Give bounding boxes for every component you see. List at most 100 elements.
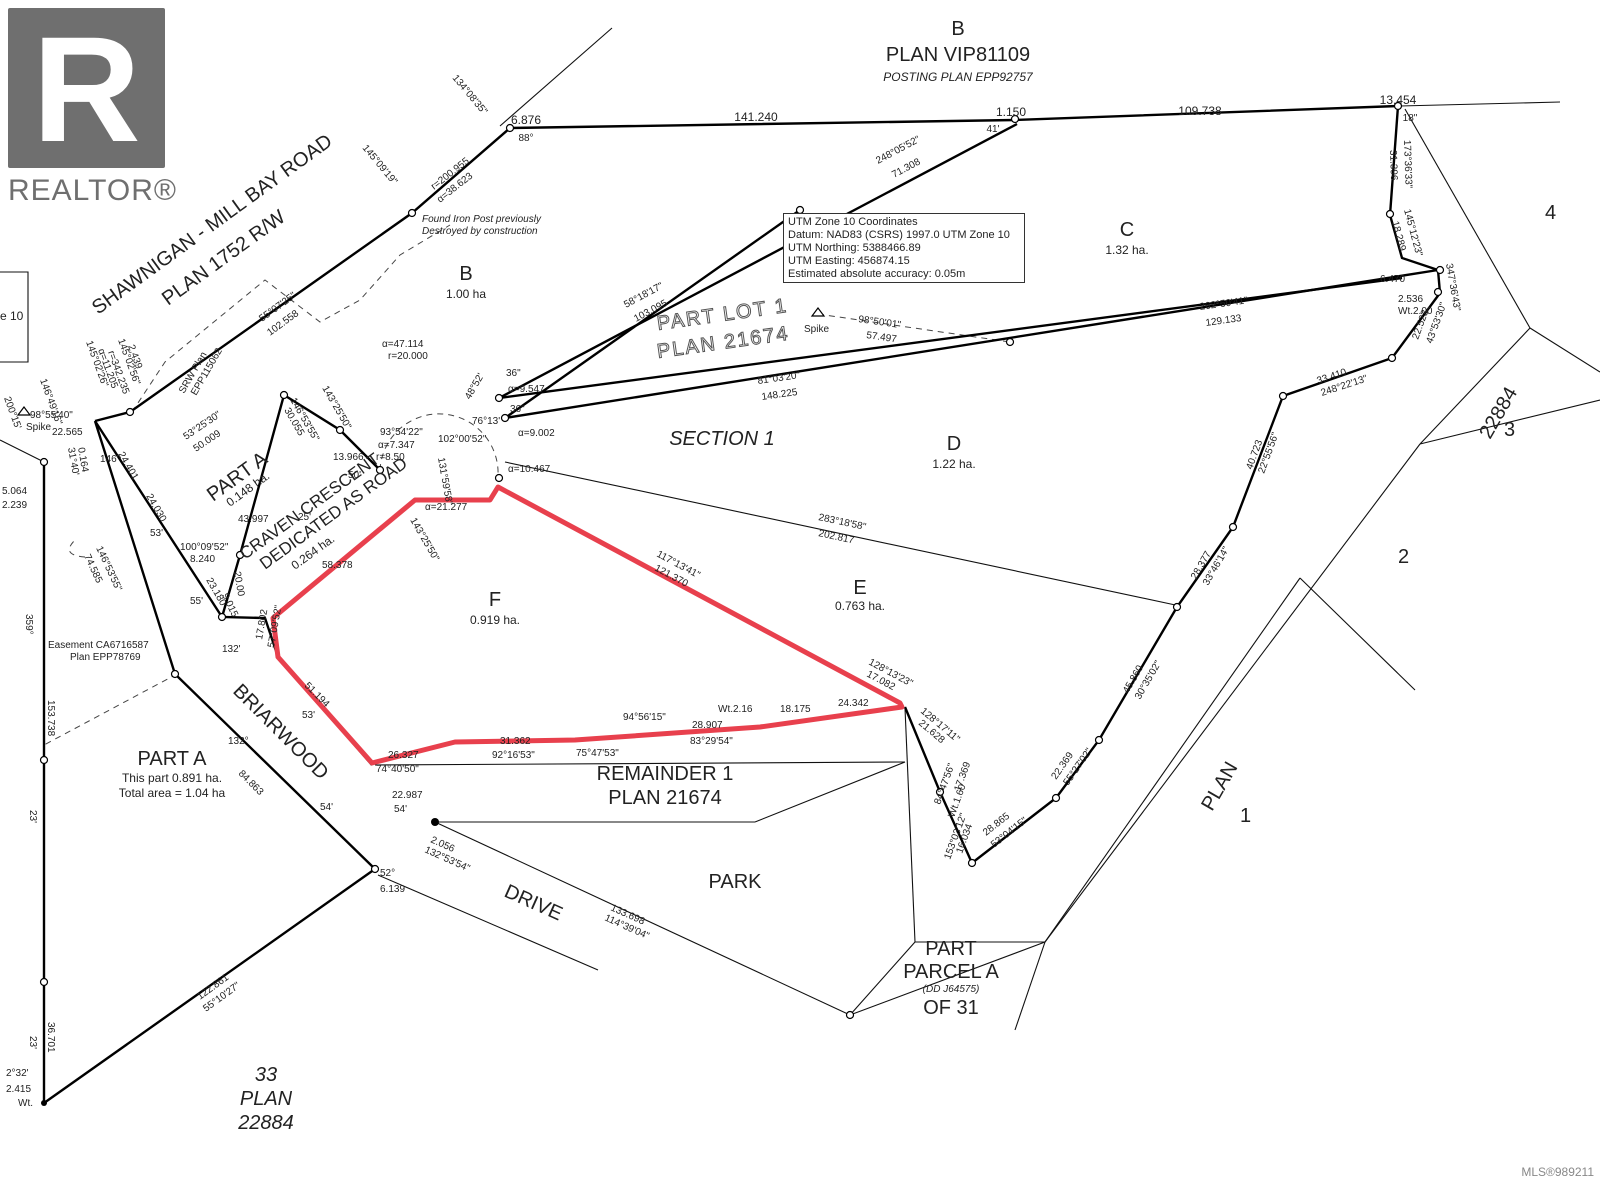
dim-label: 26.327 [388, 750, 419, 761]
dim-label: 359° [23, 614, 34, 635]
dim-label: 83°29'54" [690, 736, 733, 747]
dim-label: 58.378 [322, 560, 353, 571]
label-num-4: 4 [1545, 202, 1556, 224]
dim-label: 102°00'52" [438, 434, 487, 445]
label-num-2: 2 [1398, 546, 1409, 568]
dim-label: 24.342 [838, 698, 869, 709]
dim-label: 18.175 [780, 704, 811, 715]
subject-lot-f-boundary [270, 484, 905, 766]
realtor-logo-box: R [8, 8, 165, 168]
label-found-post-1: Found Iron Post previously [422, 214, 542, 225]
dim-label: 76°13' [472, 416, 500, 427]
dim-label: 43.997 [238, 514, 269, 525]
realtor-logo: R REALTOR® [8, 8, 176, 213]
label-found-post-2: Destroyed by construction [422, 226, 538, 237]
dim-label: 84.863 [236, 768, 266, 798]
dim-label: 50' [348, 470, 361, 481]
dim-label: 202.817 [817, 528, 855, 546]
dim-label: 2.239 [2, 500, 27, 511]
dim-label: 24.030 [143, 492, 168, 524]
dim-label: 148.225 [761, 387, 799, 403]
label-drive: DRIVE [501, 880, 566, 925]
dim-label: 41' [986, 124, 999, 135]
utm-easting: UTM Easting: 456874.15 [788, 255, 910, 267]
dim-label: 25' [298, 512, 311, 523]
label-spike-2: Spike [26, 422, 51, 433]
utm-coordinates-box: UTM Zone 10 Coordinates Datum: NAD83 (CS… [783, 213, 1025, 283]
dim-label: 23' [27, 1036, 38, 1049]
dim-label: 143°25'50" [319, 384, 353, 432]
dim-label: 2.536 [1398, 294, 1423, 305]
dim-label: 1.150 [996, 105, 1026, 119]
dim-label: 93°54'22" [380, 427, 423, 438]
dim-label: α=9.002 [518, 428, 555, 439]
dim-label: 8.240 [190, 554, 215, 565]
label-lot-c-area: 1.32 ha. [1105, 243, 1148, 257]
dim-label: 53' [150, 528, 163, 539]
dim-label: 88° [518, 133, 533, 144]
dim-label: α=10.467 [508, 464, 551, 475]
dim-label: 54' [394, 804, 407, 815]
dim-label: 145°12'23" [1401, 208, 1424, 258]
label-easement-1: Easement CA6716587 [48, 640, 149, 651]
lot-boundaries [42, 104, 1442, 1104]
dim-label: 262°50'41" [1199, 295, 1249, 313]
dim-label: 132' [222, 644, 241, 655]
dim-label: 31°40' [65, 447, 81, 477]
label-lot-f-area: 0.919 ha. [470, 613, 520, 627]
label-lot-b: B [459, 263, 472, 285]
label-lot-33: 33 [255, 1064, 277, 1086]
label-num-3: 3 [1504, 419, 1515, 441]
dim-label: 28.907 [692, 720, 723, 731]
neighbour-boundaries [0, 27, 1600, 1103]
label-easement-2: Plan EPP78769 [70, 652, 141, 663]
label-lot-f: F [489, 589, 501, 611]
dim-label: 145°09'19" [360, 143, 400, 187]
label-park: PARK [709, 871, 763, 893]
dim-label: Wt.2.16 [718, 704, 753, 715]
utm-title: UTM Zone 10 Coordinates [788, 216, 918, 228]
dashed-lines [43, 224, 1011, 746]
utm-datum: Datum: NAD83 (CSRS) 1997.0 UTM Zone 10 [788, 229, 1010, 241]
dim-label: 36" [506, 368, 521, 379]
dim-label: 141.240 [734, 110, 778, 124]
dim-label: α=9.547 [508, 384, 545, 395]
dim-label: 24.401 [115, 450, 140, 482]
dim-label: 20.00 [231, 571, 246, 598]
dim-label: r=8.50 [376, 452, 405, 463]
utm-northing: UTM Northing: 5388466.89 [788, 242, 921, 254]
dim-label: 13.966 [333, 452, 364, 463]
dim-label: 22.987 [392, 790, 423, 801]
dim-label: 13.454 [1380, 93, 1417, 107]
dim-label: 92°16'53" [492, 750, 535, 761]
dim-label: 5.064 [2, 486, 27, 497]
label-posting-plan: POSTING PLAN EPP92757 [883, 70, 1034, 84]
label-lot-c: C [1120, 219, 1134, 241]
label-remainder-plan: PLAN 21674 [608, 787, 721, 809]
cul-de-sac [379, 413, 499, 477]
label-part-parcel-3: (DD J64575) [923, 984, 980, 995]
dim-label: 54' [320, 802, 333, 813]
label-dedicated-as-road: DEDICATED AS ROAD [256, 454, 411, 574]
label-plan-1: 1 [1240, 805, 1251, 827]
dim-label: 53' [302, 710, 315, 721]
label-part-a-total: Total area = 1.04 ha [119, 786, 226, 800]
realtor-logo-text: REALTOR® [8, 174, 178, 207]
dim-label: 146' [100, 454, 119, 465]
label-lot-e-area: 0.763 ha. [835, 599, 885, 613]
dim-label: 100°09'52" [180, 542, 229, 553]
label-b-top: B [951, 18, 964, 40]
dim-label: 31.362 [500, 736, 531, 747]
dim-label: 132° [228, 736, 249, 747]
dim-label: Wt.2.00 [1398, 306, 1433, 317]
dim-label: 51.194 [302, 680, 332, 710]
dim-label: 143°25'50" [407, 516, 441, 564]
label-remainder-1: REMAINDER 1 [597, 763, 734, 785]
mls-number: MLS®989211 [1521, 1165, 1594, 1179]
dim-label: 109.738 [1178, 104, 1222, 118]
spike-markers [16, 307, 826, 416]
dim-label: α=21.277 [425, 502, 468, 513]
dim-label: 48°52' [463, 372, 487, 402]
label-lot-b-area: 1.00 ha [446, 287, 486, 301]
